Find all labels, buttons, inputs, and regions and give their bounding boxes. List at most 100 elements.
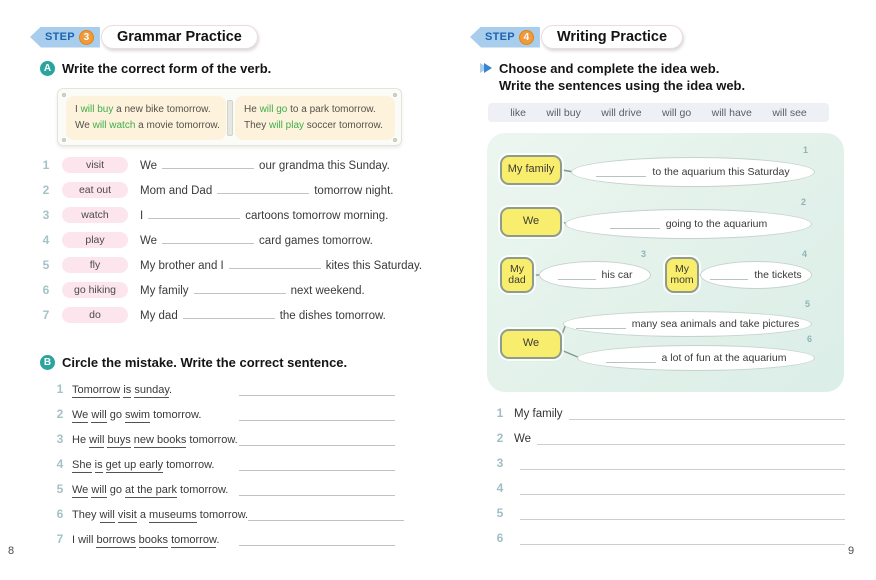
sentence-text: a movie tomorrow. (135, 120, 220, 131)
sentence-text: to a park tomorrow. (287, 104, 376, 115)
sentence-pre: My dad (140, 309, 178, 322)
line-number: 6 (496, 531, 504, 545)
writing-blank-line[interactable] (520, 532, 845, 545)
line-prefix: My family (514, 408, 563, 420)
mistake-sentence: He will buys new books tomorrow. (72, 434, 238, 448)
mistake-item-5: 5 We will go at the park tomorrow. (55, 480, 395, 498)
example-sentence: They will play soccer tomorrow. (244, 118, 395, 134)
answer-line[interactable] (239, 484, 395, 496)
underlined-word: sunday (134, 384, 170, 398)
section-b-heading: Circle the mistake. Write the correct se… (62, 355, 348, 370)
step-badge: STEP 3 (30, 26, 100, 48)
underlined-word: borrows (96, 534, 136, 548)
sentence-post: kites this Saturday. (325, 259, 423, 272)
mistake-sentence: I will borrows books tomorrow. (72, 534, 219, 548)
screw-icon (62, 93, 66, 97)
underlined-word: visit (117, 509, 137, 523)
instruction-text: Choose and complete the idea web. Write … (499, 61, 745, 94)
mistake-item-1: 1 Tomorrow is sunday. (55, 380, 395, 398)
sentence-text: I (75, 104, 81, 115)
fill-blank[interactable] (228, 258, 321, 269)
bubble-blank[interactable] (557, 271, 596, 280)
page-title: Grammar Practice (100, 25, 258, 49)
sentence-text: tomorrow. (177, 484, 229, 496)
sentence-text: He (244, 104, 260, 115)
idea-bubble-6: a lot of fun at the aquarium (577, 345, 815, 371)
answer-line[interactable] (239, 384, 395, 396)
fill-blank[interactable] (148, 208, 241, 219)
underlined-word: buys (107, 434, 131, 448)
sentence-text: We (75, 120, 93, 131)
step-header-grammar: STEP 3 Grammar Practice (30, 25, 258, 49)
bubble-text: his car (601, 269, 633, 281)
item-number: 1 (42, 157, 50, 172)
section-b-marker: B (40, 355, 55, 370)
answer-line[interactable] (239, 434, 395, 446)
writing-blank-line[interactable] (537, 432, 845, 445)
sentence-text: go (106, 484, 126, 496)
verb-pill: do (62, 306, 128, 323)
node-we-1: We (500, 207, 562, 237)
node-we-2: We (500, 329, 562, 359)
verb-pill: eat out (62, 181, 128, 198)
line-number: 1 (496, 406, 504, 420)
underlined-word: will (91, 409, 107, 423)
item-number: 3 (42, 207, 50, 222)
answer-line[interactable] (239, 534, 395, 546)
writing-blank-line[interactable] (520, 507, 845, 520)
bubble-blank[interactable] (575, 320, 626, 329)
bubble-text: to the aquarium this Saturday (652, 166, 790, 178)
section-b-header: B Circle the mistake. Write the correct … (40, 355, 347, 370)
fill-blank[interactable] (182, 308, 275, 319)
item-number: 1 (56, 382, 64, 396)
example-sentence: He will go to a park tomorrow. (244, 102, 395, 118)
writing-blank-line[interactable] (520, 457, 845, 470)
fill-blank[interactable] (217, 183, 310, 194)
underlined-word: We (72, 484, 89, 498)
mistake-sentence: She is get up early tomorrow. (72, 459, 215, 473)
answer-line[interactable] (248, 509, 405, 521)
node-my-dad: My dad (500, 257, 534, 293)
verb-highlight: will buy (80, 104, 114, 115)
bubble-blank[interactable] (596, 168, 647, 177)
writing-instructions: Choose and complete the idea web. Write … (480, 61, 745, 94)
fill-blank[interactable] (193, 283, 286, 294)
underlined-word: museums (149, 509, 197, 523)
mistake-sentence: We will go at the park tomorrow. (72, 484, 229, 498)
word-bank-item: will see (772, 106, 807, 119)
bubble-number: 2 (801, 197, 807, 207)
mistake-sentence: They will visit a museums tomorrow. (72, 509, 248, 523)
fill-blank[interactable] (162, 158, 255, 169)
writing-blank-line[interactable] (520, 482, 845, 495)
item-number: 6 (42, 282, 50, 297)
sentence-text: tomorrow. (163, 459, 215, 471)
sentence-text: a (136, 509, 150, 521)
sentence-text: tomorrow. (186, 434, 238, 446)
writing-blank-line[interactable] (568, 407, 845, 420)
example-box-right: He will go to a park tomorrow. They will… (235, 96, 395, 140)
bubble-blank[interactable] (710, 271, 749, 280)
page-number-right: 9 (848, 545, 855, 557)
fill-blank[interactable] (162, 233, 255, 244)
bubble-blank[interactable] (609, 220, 660, 229)
item-number: 3 (56, 432, 64, 446)
step-badge: STEP 4 (470, 26, 540, 48)
bubble-blank[interactable] (605, 354, 656, 363)
answer-line[interactable] (239, 459, 395, 471)
line-number: 3 (496, 456, 504, 470)
sentence-pre: Mom and Dad (140, 184, 213, 197)
write-line-3: 3 (494, 454, 845, 470)
item-number: 4 (42, 232, 50, 247)
node-my-family: My family (500, 155, 562, 185)
write-line-1: 1 My family (494, 404, 845, 420)
screw-icon (62, 138, 66, 142)
item-number: 5 (42, 257, 50, 272)
answer-line[interactable] (239, 409, 395, 421)
underlined-word: will (89, 434, 105, 448)
